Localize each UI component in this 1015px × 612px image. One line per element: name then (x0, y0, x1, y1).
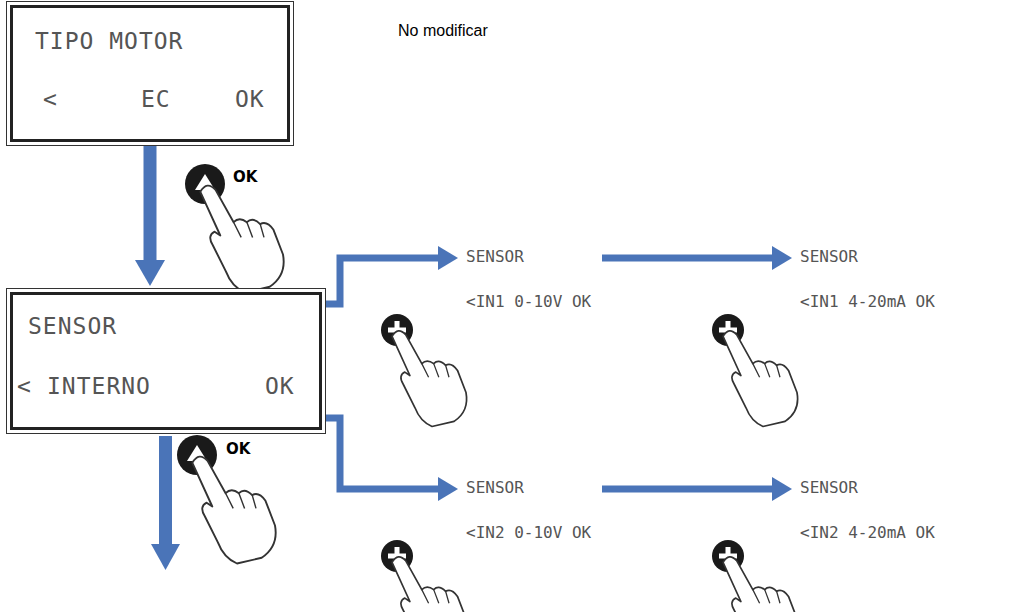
flow-arrow (324, 246, 458, 304)
screen-value: <IN1 4-20mA OK (800, 292, 935, 311)
screen-title: TIPO MOTOR (35, 28, 183, 54)
screen-title: SENSOR (466, 247, 524, 266)
screen-state: SENSOR <IN1 4-20mA OK (800, 247, 937, 313)
plus-button (381, 314, 467, 427)
screen-state: SENSOR <IN2 0-10V OK (466, 478, 594, 544)
screen-title: SENSOR (466, 478, 524, 497)
screen-value: INTERNO (47, 373, 151, 399)
screen-title: SENSOR (800, 478, 858, 497)
ok-button (177, 435, 276, 564)
screen-value: OK (235, 86, 265, 112)
screen-title: SENSOR (28, 313, 117, 339)
lcd-screen: SENSOR < INTERNO OK (10, 292, 322, 430)
flow-arrow (135, 146, 165, 286)
note: No modificar (398, 22, 488, 40)
flow-arrow (151, 436, 180, 570)
ok-button (185, 164, 284, 293)
screen-state: SENSOR <IN1 0-10V OK (466, 247, 594, 313)
screen-value: <IN2 4-20mA OK (800, 523, 935, 542)
button-label: OK (233, 168, 257, 186)
lcd-screen: TIPO MOTOR < EC OK (10, 5, 290, 142)
flow-arrow (602, 246, 792, 270)
screen-value: < (17, 373, 32, 399)
screen-title: SENSOR (800, 247, 858, 266)
plus-button (712, 314, 798, 427)
screen-value: <IN1 0-10V OK (466, 292, 591, 311)
screen-value: <IN2 0-10V OK (466, 523, 591, 542)
flow-arrow (602, 477, 792, 501)
screen-value: EC (141, 86, 171, 112)
plus-button (712, 540, 798, 612)
screen-state: SENSOR <IN2 4-20mA OK (800, 478, 937, 544)
screen-value: OK (265, 373, 295, 399)
flow-arrow (324, 418, 458, 501)
button-label: OK (226, 440, 250, 458)
plus-button (381, 540, 467, 612)
screen-value: < (43, 86, 58, 112)
